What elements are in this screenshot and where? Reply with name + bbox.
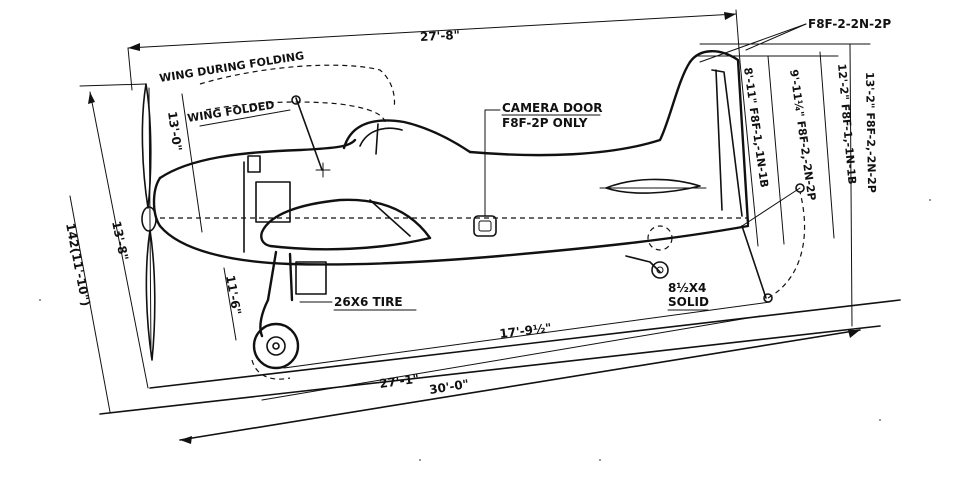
tail-height-dimensions: 8'-11" F8F-1,-1N-1B 9'-11¼" F8F-2,-2N-2P… — [695, 43, 878, 327]
gear-height-label: 11'-6" — [223, 274, 244, 316]
propeller — [141, 83, 157, 361]
paper-speckles — [39, 199, 931, 461]
wheelbase-label: 17'-9½" — [499, 321, 553, 341]
tail-tire-type-label: SOLID — [668, 295, 709, 309]
length-total-label: 30'-0" — [428, 377, 470, 397]
folded-height-label: 13'-0" — [165, 110, 184, 152]
camera-door-callout: CAMERA DOOR F8F-2P ONLY — [473, 101, 603, 237]
camera-door-variant-label: F8F-2P ONLY — [502, 116, 588, 130]
tail-tire-size-label: 8½X4 — [668, 281, 706, 295]
length-ground-label: 27'-1" — [378, 372, 420, 391]
tail-height-f8f1-prop-label: 12'-2" F8F-1,-1N-1B — [835, 63, 859, 185]
tail-height-f8f2-prop-label: 13'-2" F8F-2,-2N-2P — [863, 72, 878, 193]
wing — [260, 198, 432, 251]
overall-length-label: 27'-8" — [420, 28, 461, 44]
fuselage — [152, 50, 750, 266]
variant-top-label: F8F-2-2N-2P — [808, 17, 891, 31]
wing-fold-geometry: WING DURING FOLDING WING FOLDED — [158, 49, 396, 178]
prop-height-label: 13'-8" — [109, 220, 131, 262]
overall-length-dimension: 27'-8" — [127, 9, 741, 91]
camera-door-label: CAMERA DOOR — [502, 101, 603, 115]
main-tire-label: 26X6 TIRE — [334, 295, 403, 309]
main-landing-gear: 26X6 TIRE — [251, 250, 417, 380]
folded-height-dimension: 13'-0" — [165, 93, 203, 233]
tail-wheel: 8½X4 SOLID — [625, 225, 709, 311]
prop-dimensions: 13'-8" 142(11'-10") — [63, 83, 149, 413]
tail-height-f8f2-label: 9'-11¼" F8F-2,-2N-2P — [787, 69, 818, 202]
gear-height-dimension: 11'-6" — [223, 267, 244, 341]
ground-dimensions: 17'-9½" 27'-1" 30'-0" — [99, 299, 901, 444]
wing-during-folding-label: WING DURING FOLDING — [158, 49, 305, 85]
prop-diameter-label: 142(11'-10") — [63, 222, 93, 307]
tail-hook — [741, 183, 806, 303]
